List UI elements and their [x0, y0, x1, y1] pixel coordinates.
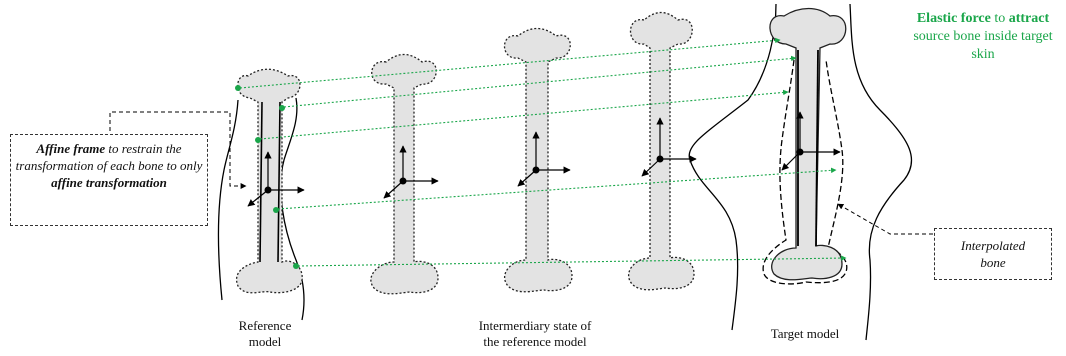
intermediary-caption: Intermerdiary state of the reference mod…: [440, 318, 630, 350]
target-skin-left: [688, 3, 777, 331]
reference-bone: [235, 68, 303, 294]
affine-transformation-term: affine transformation: [51, 175, 167, 190]
target-caption-line1: Target model: [770, 326, 840, 341]
reference-skin-left: [217, 99, 239, 301]
intermediary-caption-line1: Intermerdiary state of: [478, 318, 592, 333]
elastic-force-term: Elastic force: [916, 11, 991, 26]
intermediary-caption-line2: the reference model: [483, 334, 587, 349]
affine-frame-term: Affine frame: [36, 141, 106, 156]
elastic-attract-term: attract: [1008, 11, 1050, 26]
affine-frame-callout: Affine frame to restrain the transformat…: [10, 134, 208, 226]
intermediary-model-3: [627, 11, 697, 291]
target-model: [688, 3, 913, 341]
interpolated-bone: [762, 59, 848, 285]
reference-model-caption: Reference model: [210, 318, 320, 350]
elastic-force-annotation: Elastic force to attract source bone ins…: [900, 10, 1066, 64]
interpolated-bone-line1: Interpolated: [960, 238, 1026, 253]
reference-model: [217, 68, 305, 321]
reference-caption-line1: Reference: [238, 318, 292, 333]
elastic-force-arrows: [239, 37, 847, 267]
reference-caption-line2: model: [248, 334, 282, 349]
interpolated-bone-line2: bone: [980, 255, 1006, 270]
interpolated-bone-callout: Interpolated bone: [934, 228, 1052, 280]
intermediary-model-2: [503, 27, 573, 293]
elastic-force-to: to: [990, 11, 1009, 26]
callout-connectors: [109, 111, 954, 235]
target-model-caption: Target model: [740, 326, 870, 342]
affine-frame-text: to restrain the transformation of each b…: [15, 141, 203, 173]
elastic-force-rest: source bone inside target skin: [913, 29, 1053, 62]
target-bone: [769, 7, 847, 281]
intermediary-model-1: [370, 53, 439, 295]
target-skin-right: [849, 3, 913, 341]
